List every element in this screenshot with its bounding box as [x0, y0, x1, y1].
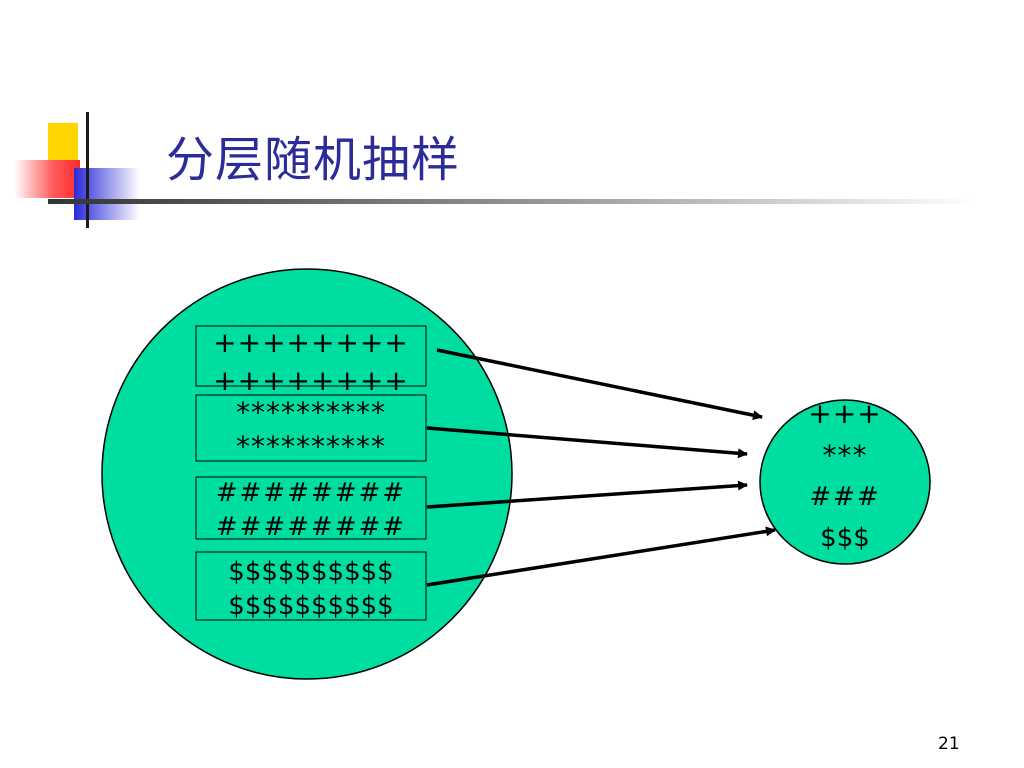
stratum-plus: ++++++++ ++++++++ — [195, 325, 427, 397]
sample-contents: +++ *** ### $$$ — [808, 397, 881, 553]
title-underline — [48, 199, 978, 204]
deco-blue-bar — [74, 168, 140, 220]
stratum-box — [195, 394, 427, 462]
stratum-line: ######## — [216, 512, 406, 542]
stratum-hash: ######## ######## — [195, 476, 427, 542]
sample-line: $$$ — [820, 523, 870, 553]
sample-line: *** — [823, 439, 868, 472]
stratum-line: ++++++++ — [213, 326, 409, 359]
deco-vertical-line — [86, 112, 89, 228]
population-circle — [101, 268, 513, 680]
stratum-line: ++++++++ — [213, 364, 409, 397]
stratum-dollar: $$$$$$$$$$ $$$$$$$$$$ — [195, 551, 427, 621]
arrow-star — [426, 426, 748, 459]
sample-line: ### — [809, 482, 880, 512]
arrow-dollar — [426, 526, 776, 587]
stratum-box — [195, 476, 427, 540]
sampling-arrows — [426, 348, 776, 587]
stratum-line: $$$$$$$$$$ — [228, 591, 393, 621]
deco-red-bar — [14, 160, 80, 198]
slide-decoration — [14, 112, 978, 228]
stratum-line: ######## — [216, 478, 406, 508]
arrow-hash — [426, 480, 748, 509]
stratum-star: ********** ********** — [195, 394, 427, 463]
stratum-line: ********** — [236, 396, 386, 429]
sample-line: +++ — [808, 397, 881, 430]
stratum-line: $$$$$$$$$$ — [228, 557, 393, 587]
sample-circle — [759, 399, 931, 565]
stratum-box — [195, 325, 427, 387]
slide-title: 分层随机抽样 — [166, 132, 461, 188]
arrow-plus — [436, 348, 763, 421]
stratum-line: ********** — [236, 430, 386, 463]
page-number: 21 — [938, 734, 960, 754]
stratum-box — [195, 551, 427, 621]
